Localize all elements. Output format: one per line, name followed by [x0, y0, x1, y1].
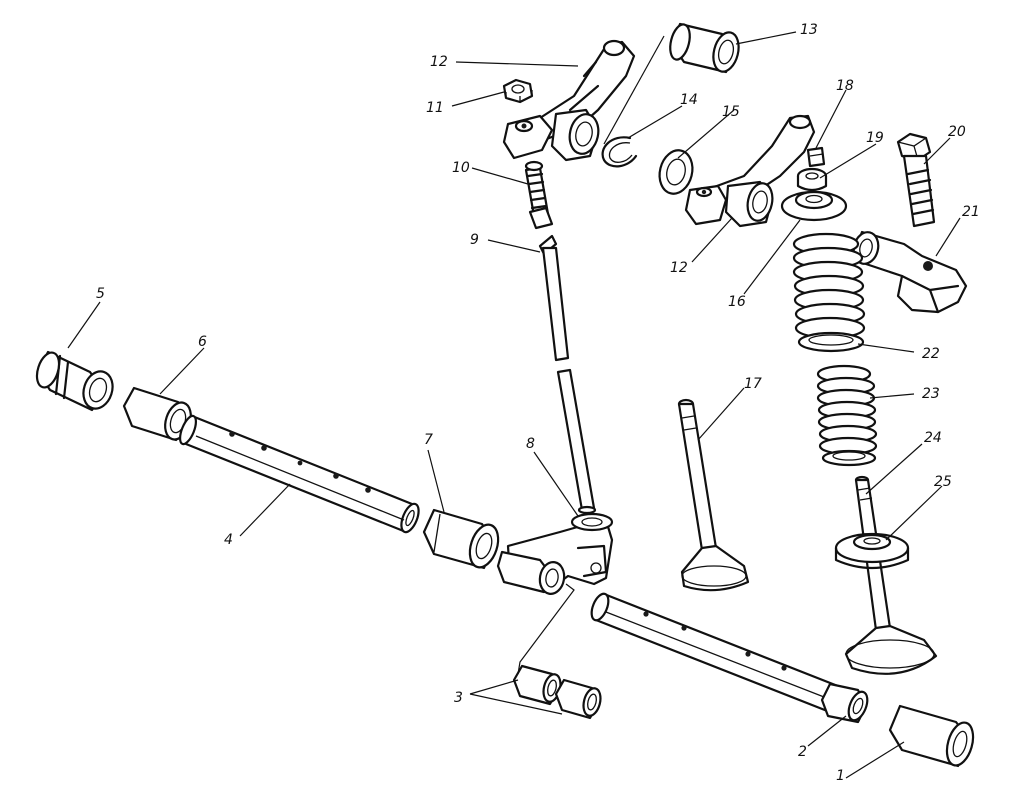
- valve-seal-25: [834, 532, 910, 570]
- label-10: 10: [452, 160, 470, 176]
- keeper-18: [806, 146, 826, 168]
- label-14: 14: [680, 92, 698, 108]
- cap-19: [796, 167, 828, 192]
- label-9: 9: [470, 232, 479, 248]
- label-20: 20: [948, 124, 966, 140]
- label-23: 23: [922, 386, 940, 402]
- valve-spring-outer-22: [792, 232, 866, 353]
- label-8: 8: [526, 436, 535, 452]
- label-5: 5: [96, 286, 105, 302]
- rocker-shaft-2: [590, 592, 869, 724]
- nut-11: [502, 78, 534, 104]
- label-19: 19: [866, 130, 884, 146]
- valve-17: [677, 398, 750, 592]
- label-22: 22: [922, 346, 940, 362]
- label-25: 25: [934, 474, 952, 490]
- bushings-3: [512, 664, 602, 720]
- snap-ring-14: [601, 136, 638, 168]
- adjusting-screw-10: [524, 160, 554, 230]
- label-18: 18: [836, 78, 854, 94]
- label-17: 17: [744, 376, 762, 392]
- label-6: 6: [198, 334, 207, 350]
- rocker-arm-8: [496, 512, 614, 595]
- label-21: 21: [962, 204, 980, 220]
- label-11: 11: [426, 100, 444, 116]
- label-1: 1: [836, 768, 845, 784]
- bushing-5: [35, 350, 114, 412]
- bushing-7: [422, 508, 500, 570]
- label-16: 16: [728, 294, 746, 310]
- bushing-13: [669, 22, 740, 74]
- bushing-1: [888, 704, 975, 768]
- label-2: 2: [798, 744, 807, 760]
- leader-lines: [67, 31, 961, 779]
- label-12-upper: 12: [430, 54, 448, 70]
- valve-24: [844, 475, 938, 675]
- assembly-lines: [517, 35, 665, 675]
- label-4: 4: [224, 532, 233, 548]
- push-rod-9: [538, 234, 597, 515]
- bolt-20: [896, 132, 936, 228]
- label-24: 24: [924, 430, 942, 446]
- rocker-arm-12-upper: [502, 39, 636, 162]
- valve-spring-inner-23: [816, 364, 878, 467]
- label-15: 15: [722, 104, 740, 120]
- washer-15: [658, 149, 694, 195]
- label-7: 7: [424, 432, 433, 448]
- label-12-lower: 12: [670, 260, 688, 276]
- rocker-arm-12-lower: [684, 114, 816, 228]
- rocker-shaft-4: [178, 414, 420, 534]
- label-13: 13: [800, 22, 818, 38]
- part-number-labels: 1 2 3 4 5 6 7 8 9 10 11 12 13 14 15 16 1…: [96, 22, 980, 784]
- shaft-bracket-21: [852, 230, 968, 314]
- label-3: 3: [454, 690, 463, 706]
- spring-retainer-16: [780, 190, 848, 222]
